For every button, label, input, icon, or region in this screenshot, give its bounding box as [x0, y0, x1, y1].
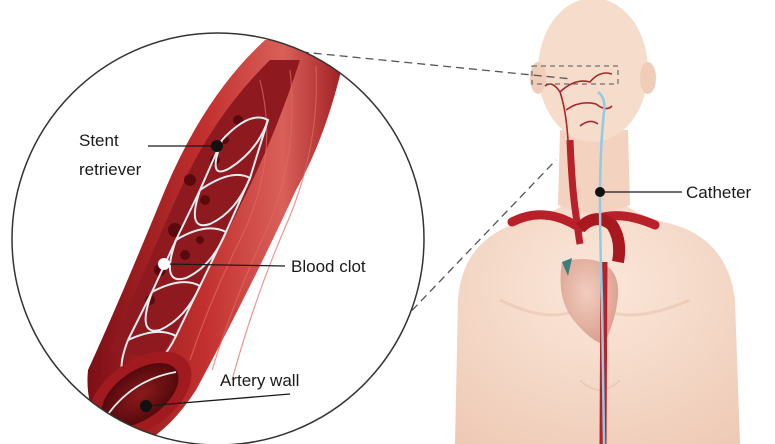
head: [538, 0, 648, 142]
callout-dot: [595, 187, 605, 197]
stent-label-line2: retriever: [79, 160, 142, 179]
human-figure: [455, 0, 740, 444]
blood-clot-label: Blood clot: [291, 257, 366, 276]
stent-label-line1: Stent: [79, 131, 119, 150]
callout-dot: [158, 258, 170, 270]
catheter-label: Catheter: [686, 183, 752, 202]
ear-right: [640, 62, 656, 94]
callout-dot: [211, 140, 223, 152]
magnified-view: [12, 33, 424, 444]
callout-dot: [140, 400, 152, 412]
artery-wall-label: Artery wall: [220, 371, 299, 390]
